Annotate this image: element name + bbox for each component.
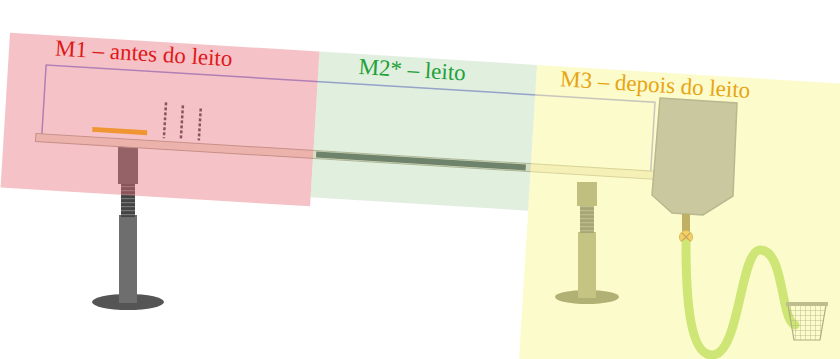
region-label: M1 – antes do leito bbox=[54, 35, 233, 71]
region-label: M3 – depois do leito bbox=[559, 66, 751, 103]
region-band: M3 – depois do leito bbox=[518, 65, 840, 359]
region-label: M2* – leito bbox=[358, 54, 467, 86]
region-band: M2* – leito bbox=[311, 52, 538, 211]
region-band: M1 – antes do leito bbox=[1, 33, 320, 207]
